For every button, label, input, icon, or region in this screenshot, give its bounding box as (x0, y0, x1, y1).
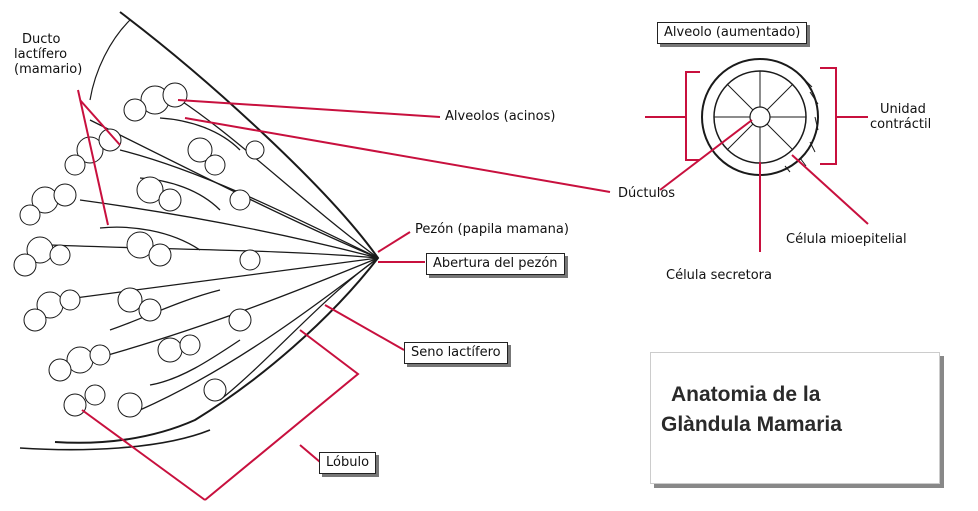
label-celula-secretora: Célula secretora (666, 268, 772, 283)
label-seno: Seno lactífero (404, 342, 508, 364)
title-line2: Glàndula Mamaria (661, 413, 842, 437)
label-alveolos: Alveolos (acinos) (445, 109, 555, 124)
label-unidad-line2: contráctil (870, 117, 931, 132)
chest-wall (90, 20, 130, 100)
label-abertura: Abertura del pezón (426, 253, 565, 275)
label-alveolo-aumentado: Alveolo (aumentado) (657, 22, 807, 44)
label-ductulos: Dúctulos (618, 186, 675, 201)
title-line1: Anatomia de la (671, 383, 820, 407)
alveolus-enlarged (702, 59, 818, 175)
label-unidad-line1: Unidad (880, 102, 926, 117)
label-lobulo: Lóbulo (319, 452, 376, 474)
label-ducto-line3: (mamario) (14, 62, 82, 77)
label-pezon: Pezón (papila mamana) (415, 222, 569, 237)
label-ducto-line1: Ducto (22, 32, 60, 47)
title-panel: Anatomia de la Glàndula Mamaria (650, 352, 940, 484)
label-celula-mioepitelial: Célula mioepitelial (786, 232, 907, 247)
label-ducto-line2: lactífero (14, 47, 67, 62)
